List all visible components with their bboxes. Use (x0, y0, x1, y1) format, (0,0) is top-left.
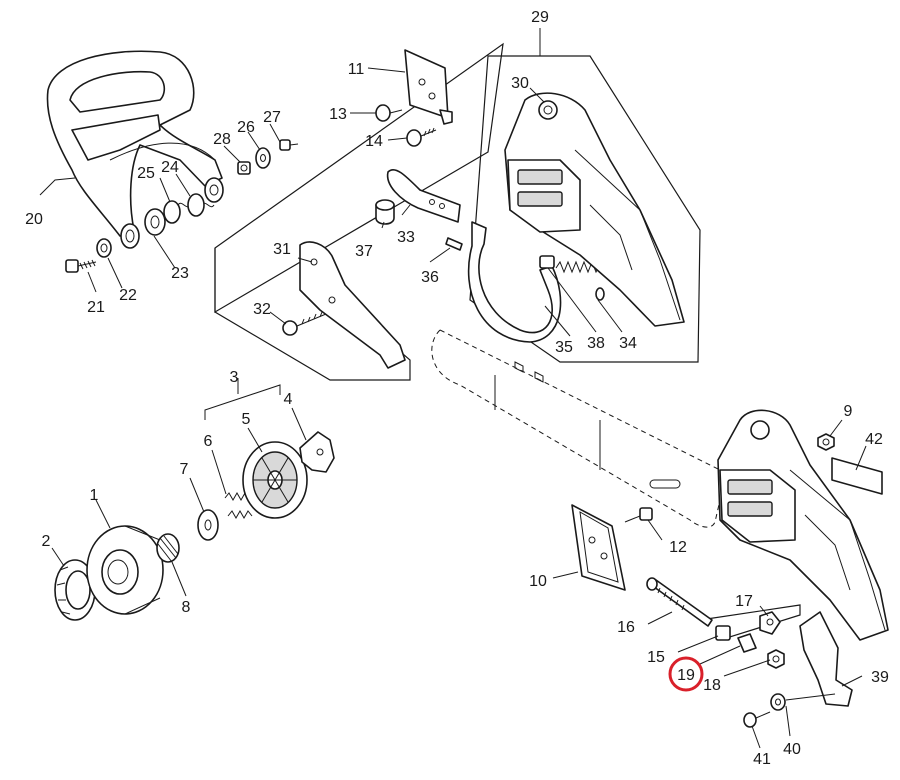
label-part-20: 20 (25, 211, 43, 228)
brake-link-33 (386, 168, 461, 223)
label-part-36: 36 (421, 269, 439, 286)
chain-cover-29 (504, 92, 685, 327)
screw-21 (65, 259, 97, 273)
label-part-22: 22 (119, 287, 137, 304)
rim-sprocket-2 (54, 559, 96, 621)
label-part-15: 15 (647, 649, 665, 666)
nut-9 (817, 433, 835, 451)
needle-bearing-8 (156, 533, 180, 563)
label-part-35: 35 (555, 339, 573, 356)
label-part-2: 2 (42, 533, 51, 550)
bushing-23 (120, 208, 166, 249)
bushing-37 (375, 199, 395, 225)
label-part-23: 23 (171, 265, 189, 282)
label-part-33: 33 (397, 229, 415, 246)
clutch-drum-1 (86, 525, 164, 615)
label-part-5: 5 (242, 411, 251, 428)
label-part-17: 17 (735, 593, 753, 610)
adjuster-screw-16 (646, 577, 713, 627)
label-part-6: 6 (204, 433, 213, 450)
brake-band-35 (467, 221, 562, 343)
label-part-10: 10 (529, 573, 547, 590)
washer-40 (770, 693, 786, 711)
label-part-32: 32 (253, 301, 271, 318)
part-labels: 1 2 3 4 5 6 7 8 9 10 11 12 13 14 15 16 1… (25, 9, 889, 768)
spring-assembly-24-25 (163, 177, 224, 224)
label-part-12: 12 (669, 539, 687, 556)
label-plate-42 (831, 457, 883, 495)
label-part-38: 38 (587, 335, 605, 352)
label-part-16: 16 (617, 619, 635, 636)
label-part-31: 31 (273, 241, 291, 258)
label-part-21: 21 (87, 299, 105, 316)
brake-lever-31 (299, 241, 406, 369)
label-part-19: 19 (677, 667, 695, 684)
label-part-25: 25 (137, 165, 155, 182)
screw-41 (743, 711, 771, 728)
label-part-37: 37 (355, 243, 373, 260)
label-part-14: 14 (365, 133, 383, 150)
label-part-34: 34 (619, 335, 637, 352)
pin-36 (445, 237, 463, 251)
label-part-30: 30 (511, 75, 529, 92)
label-part-24: 24 (161, 159, 179, 176)
spring-clip-38 (539, 255, 555, 269)
label-part-27: 27 (263, 109, 281, 126)
front-handle (46, 50, 223, 237)
washer-26 (255, 147, 271, 169)
chain-catcher-39 (799, 611, 853, 707)
label-part-40: 40 (783, 741, 801, 758)
label-part-11: 11 (348, 61, 365, 78)
label-part-8: 8 (182, 599, 191, 616)
bolt-12 (624, 507, 653, 523)
washer-22 (96, 238, 112, 258)
label-part-3: 3 (230, 369, 239, 386)
clutch-hub-4 (299, 431, 335, 473)
nut-28 (237, 161, 251, 175)
guide-bar (431, 329, 721, 528)
bracket-3 (204, 378, 281, 420)
screw-32 (282, 311, 327, 336)
label-part-1: 1 (90, 487, 99, 504)
assembly-box-cover (469, 55, 701, 363)
label-part-41: 41 (753, 751, 771, 768)
label-part-42: 42 (865, 431, 883, 448)
assembly-box-upper (214, 42, 504, 314)
label-part-18: 18 (703, 677, 721, 694)
nut-30 (538, 100, 558, 120)
label-part-4: 4 (284, 391, 293, 408)
side-cover-assembly (717, 409, 889, 641)
bar-plate-10 (571, 504, 626, 591)
label-part-39: 39 (871, 669, 889, 686)
plate-11 (404, 49, 453, 125)
clutch-shoe-5 (242, 441, 308, 519)
label-part-29: 29 (531, 9, 549, 26)
washer-7 (197, 509, 219, 541)
nut-15 (715, 625, 731, 641)
leader-lines (39, 28, 867, 749)
label-part-9: 9 (844, 403, 853, 420)
label-part-13: 13 (329, 106, 347, 123)
highlight-circle (668, 656, 704, 692)
label-part-7: 7 (180, 461, 189, 478)
adjuster-17 (759, 611, 781, 635)
screw-27 (279, 139, 299, 151)
nut-18 (767, 649, 785, 669)
adjuster-block-19 (737, 633, 757, 653)
label-part-26: 26 (237, 119, 255, 136)
label-part-28: 28 (213, 131, 231, 148)
screw-14 (406, 127, 437, 147)
